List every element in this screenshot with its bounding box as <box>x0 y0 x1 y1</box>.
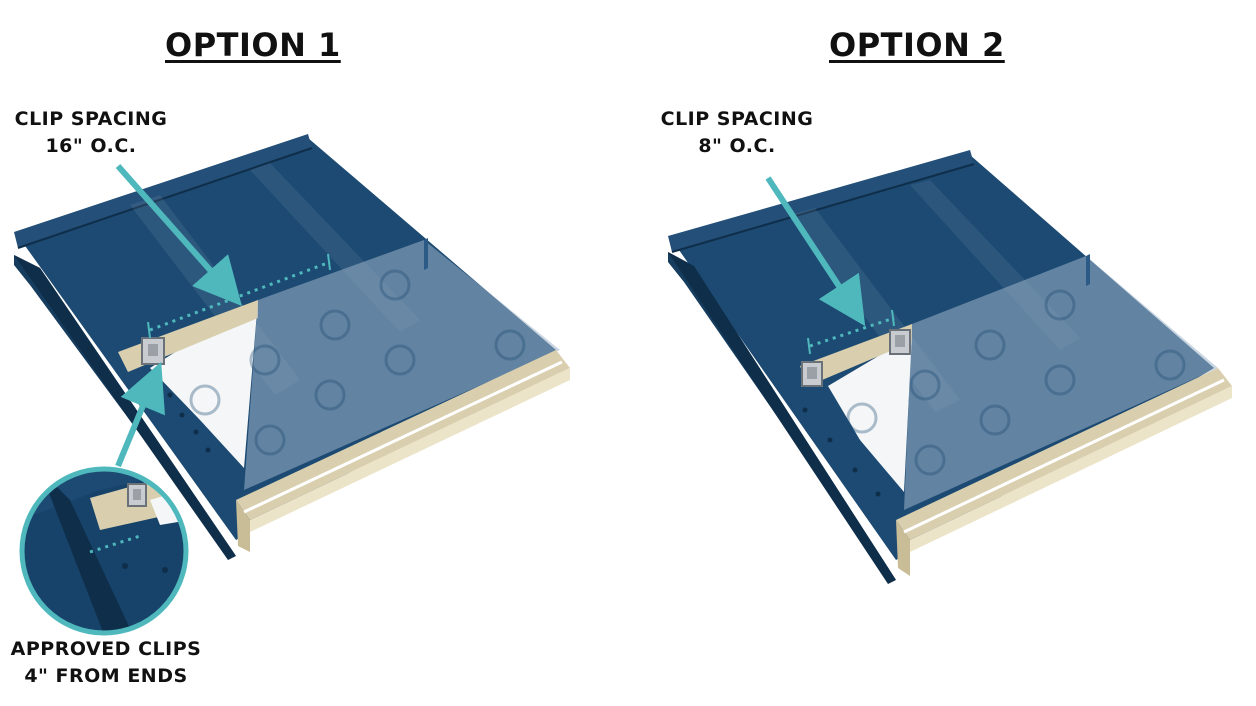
option2-underlayment <box>828 336 912 492</box>
option1-seam-rib <box>14 134 312 248</box>
option1-clip-spacing-line2: 16" O.C. <box>45 135 137 157</box>
option1-protective-film <box>244 240 560 490</box>
option2-clip-spacing-arrow <box>765 176 866 327</box>
option1-approved-clips-label: APPROVED CLIPS 4" FROM ENDS <box>6 636 206 690</box>
option2-spacing-indicator <box>807 309 895 355</box>
option1-detail-magnifier <box>19 466 189 636</box>
option1-title: OPTION 1 <box>165 26 341 64</box>
option2-panel-illustration <box>668 150 1232 584</box>
option1-clip-spacing-label: CLIP SPACING 16" O.C. <box>8 106 174 160</box>
option1-approved-line1: APPROVED CLIPS <box>10 638 202 660</box>
option2-clip-spacing-line1: CLIP SPACING <box>660 108 814 130</box>
option2-clip-spacing-line2: 8" O.C. <box>698 135 776 157</box>
option2-protective-film <box>904 256 1218 510</box>
option1-underlayment <box>150 300 258 468</box>
option2-clip-spacing-label: CLIP SPACING 8" O.C. <box>654 106 820 160</box>
option2-title: OPTION 2 <box>829 26 1005 64</box>
option2-clip-strip <box>800 324 912 386</box>
option2-seam-rib <box>668 150 974 252</box>
option1-approved-line2: 4" FROM ENDS <box>24 665 188 687</box>
option1-clip-spacing-arrow <box>115 164 242 306</box>
option1-magnifier-arrow <box>115 361 165 468</box>
option1-clip-spacing-line1: CLIP SPACING <box>14 108 168 130</box>
